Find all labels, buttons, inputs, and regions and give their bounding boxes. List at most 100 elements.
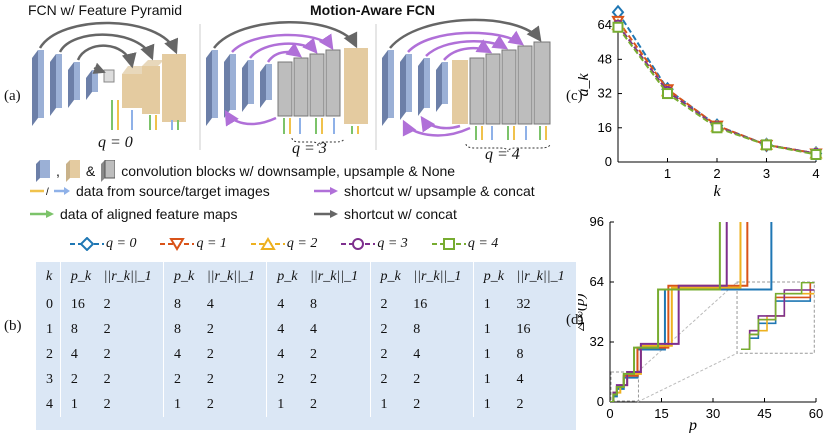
x-tick-label: 0 xyxy=(606,406,613,421)
table-cell: 8 xyxy=(163,292,203,317)
diagram-q3 xyxy=(206,21,368,147)
panel-label-d: (d) xyxy=(566,312,584,328)
legend-source-target-text: data from source/target images xyxy=(76,183,270,199)
y-axis-label: a_k xyxy=(578,73,592,97)
table-cell: 2 xyxy=(103,396,111,412)
data-point xyxy=(711,122,723,134)
stride-table: k p_k ||r_k||_1 p_k ||r_k||_1 p_k ||r_k|… xyxy=(36,262,576,430)
inset-series-line-4 xyxy=(741,282,815,351)
diagram-fcn xyxy=(32,21,186,130)
table-cell: 2 xyxy=(103,346,111,362)
diagram-title-right: Motion-Aware FCN xyxy=(310,2,435,18)
legend-conv-blocks: , & convolution blocks w/ downsample, up… xyxy=(36,160,455,182)
table-cell: 2 xyxy=(516,396,524,412)
x-tick-label: 30 xyxy=(706,406,720,421)
legend-concat-shortcut: shortcut w/ concat xyxy=(314,206,457,222)
table-cell: 4 xyxy=(413,346,421,362)
table-cell: 8 xyxy=(163,317,203,342)
table-cell: 2 xyxy=(163,367,203,392)
table-legend-q0: q = 0 xyxy=(70,236,136,252)
panel-label-a: (a) xyxy=(4,88,21,104)
architecture-diagram xyxy=(32,18,551,153)
legend-upsample-shortcut: shortcut w/ upsample & concat xyxy=(314,183,535,199)
table-cell: 2 xyxy=(206,321,214,337)
table-cell: 32 xyxy=(516,296,531,312)
data-point xyxy=(761,139,772,151)
table-cell: 1 xyxy=(163,392,203,417)
table-cell: 2 xyxy=(369,367,410,392)
x-tick-label: 1 xyxy=(664,166,671,181)
y-tick-label: 64 xyxy=(598,17,612,32)
conv-block-beige-icon xyxy=(65,160,80,182)
y-tick-label: 16 xyxy=(598,120,612,135)
table-legend-q0-label: q = 0 xyxy=(106,236,137,251)
col-header-rk: ||r_k||_1 xyxy=(310,269,359,284)
series-line-4 xyxy=(610,222,721,402)
table-cell: 1 xyxy=(472,292,513,317)
table-cell: 16 xyxy=(516,321,531,337)
x-axis-label: k xyxy=(713,183,721,200)
series-line-3 xyxy=(610,222,728,402)
table-cell: 2 xyxy=(103,296,111,312)
table-legend-q3: q = 3 xyxy=(341,236,408,252)
table-cell: 1 xyxy=(472,392,513,417)
col-header-rk: ||r_k||_1 xyxy=(103,269,152,284)
table-cell: 4 xyxy=(266,342,307,367)
legend-aligned-text: data of aligned feature maps xyxy=(60,206,238,222)
y-tick-label: 0 xyxy=(605,154,612,169)
circle-marker-icon xyxy=(341,238,376,250)
table-cell: 2 xyxy=(369,292,410,317)
table-cell: 8 xyxy=(413,321,421,337)
q-label-4: q = 4 xyxy=(485,146,520,163)
x-tick-label: 4 xyxy=(812,166,819,181)
green-arrow-icon xyxy=(30,210,54,218)
table-cell: 4 xyxy=(266,317,307,342)
yellow-blue-arrow-icon: / xyxy=(30,187,70,196)
table-cell: 1 xyxy=(59,392,100,417)
conv-block-blue-icon xyxy=(36,160,50,182)
table-cell: 4 xyxy=(266,292,307,317)
table-cell: 4 xyxy=(206,296,214,312)
col-header-pk: p_k xyxy=(369,262,410,292)
zoom-connector xyxy=(637,281,738,373)
table-legend-q1-label: q = 1 xyxy=(196,236,227,251)
panel-label-b: (b) xyxy=(4,318,22,334)
col-header-pk: p_k xyxy=(163,262,203,292)
table-cell: 2 xyxy=(103,371,111,387)
data-point xyxy=(662,88,673,100)
x-tick-label: 45 xyxy=(757,406,771,421)
table-legend-q3-label: q = 3 xyxy=(377,236,408,251)
col-header-pk: p_k xyxy=(472,262,513,292)
x-tick-label: 2 xyxy=(713,166,720,181)
table-cell: 1 xyxy=(369,392,410,417)
x-tick-label: 60 xyxy=(809,406,823,421)
data-point xyxy=(810,149,822,161)
table-cell: 2 xyxy=(413,371,421,387)
legend-comma: , xyxy=(56,163,60,179)
data-point xyxy=(612,21,624,33)
table-cell: 2 xyxy=(310,346,318,362)
table-cell: 1 xyxy=(472,317,513,342)
table-cell: 2 xyxy=(59,367,100,392)
table-legend-q2: q = 2 xyxy=(250,236,317,252)
table-cell: 2 xyxy=(103,321,111,337)
y-tick-label: 32 xyxy=(590,334,604,349)
table-cell: 8 xyxy=(310,296,318,312)
square-marker-icon xyxy=(431,238,466,250)
legend-upsample-text: shortcut w/ upsample & concat xyxy=(344,183,535,199)
table-cell: 2 xyxy=(206,371,214,387)
series-line-3 xyxy=(617,24,817,155)
table-cell-k: 4 xyxy=(46,396,53,412)
legend-conv-text: convolution blocks w/ downsample, upsamp… xyxy=(121,163,456,179)
table-cell: 2 xyxy=(369,317,410,342)
x-tick-label: 15 xyxy=(654,406,668,421)
table-cell-k: 2 xyxy=(46,346,53,362)
table-legend: q = 0 q = 1 q = 2 q = 3 q = 4 xyxy=(70,236,498,252)
series-line-4 xyxy=(617,26,817,156)
table-cell: 8 xyxy=(516,346,524,362)
